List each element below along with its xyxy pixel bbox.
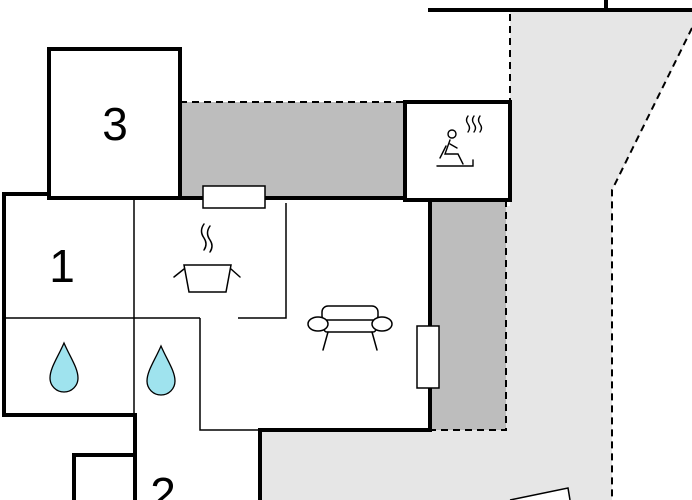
sofa-icon (307, 305, 393, 351)
window-right (416, 325, 440, 389)
water-drop-icon-bathroom (49, 341, 79, 393)
terrace-side-outline (430, 200, 507, 431)
terrace-top (180, 102, 405, 198)
interior-wall-wc-right (199, 318, 260, 431)
outdoor-furniture-edge (509, 487, 571, 500)
outdoor-area-right (430, 12, 692, 500)
water-drop-icon-toilet (146, 344, 176, 396)
sauna-room (403, 100, 512, 202)
room-3 (47, 47, 182, 200)
terrace-side (430, 200, 506, 430)
room-label-3: 3 (102, 98, 128, 150)
cooking-pot-icon (173, 223, 241, 293)
interior-wall-kitchen-right (238, 203, 287, 319)
sauna-icon (436, 115, 483, 167)
room-label-1: 1 (49, 240, 75, 292)
outdoor-area-bottom (260, 430, 612, 500)
window-top (202, 185, 266, 209)
room-label-2: 2 (150, 468, 176, 500)
outdoor-boundary-right (611, 27, 692, 500)
